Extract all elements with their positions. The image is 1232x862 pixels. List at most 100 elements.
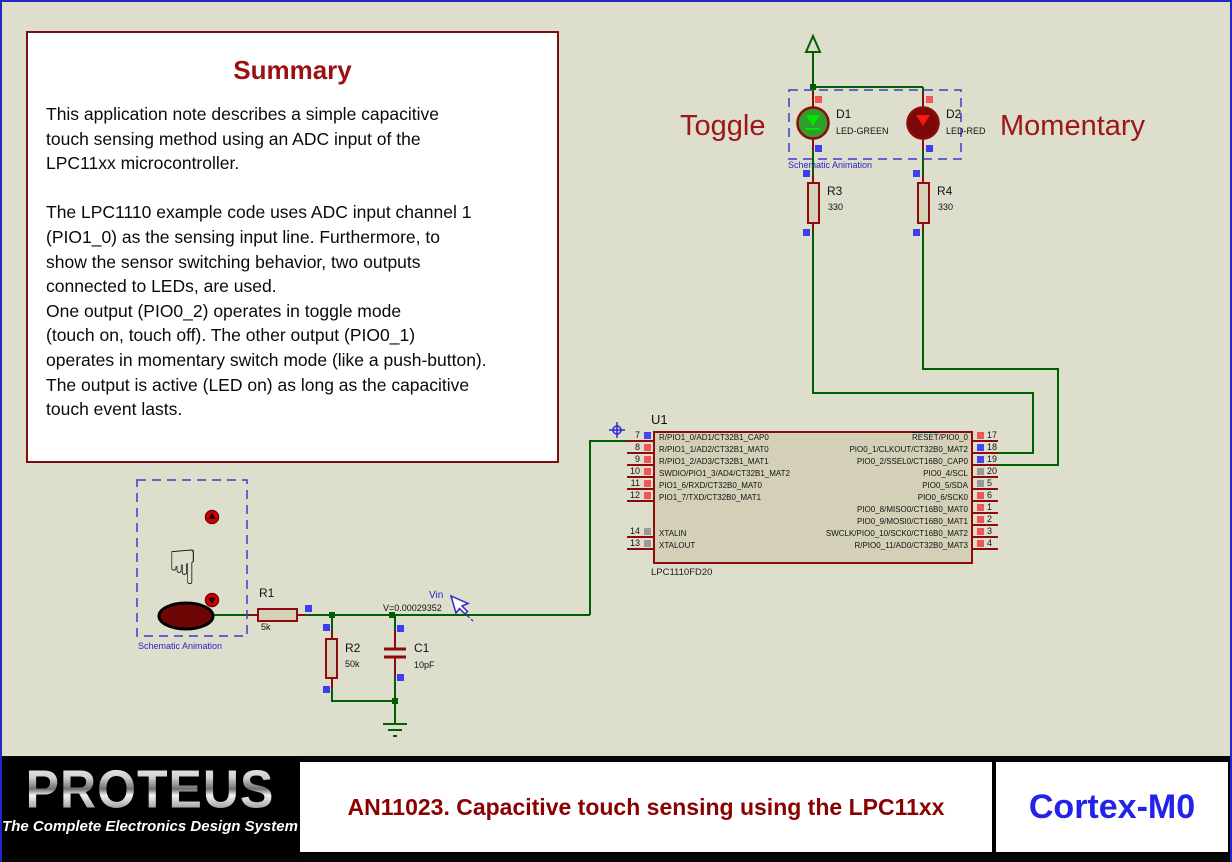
pin-state-square	[977, 540, 984, 547]
touch-increase-button[interactable]	[204, 509, 220, 525]
pin-number: 19	[987, 454, 998, 464]
c1-value-label: 10pF	[414, 660, 435, 670]
r2-value-label: 50k	[345, 659, 360, 669]
origin-marker-icon	[609, 422, 625, 438]
pin-number: 3	[987, 526, 993, 536]
proteus-logo-tagline: The Complete Electronics Design System	[2, 818, 298, 835]
pin-label: PIO0_5/SDA	[922, 481, 968, 490]
pin-label: PIO1_6/RXD/CT32B0_MAT0	[659, 481, 763, 490]
pin-label: PIO0_1/CLKOUT/CT32B0_MAT2	[849, 445, 968, 454]
pin-state-square	[644, 528, 651, 535]
pin-state-square	[644, 444, 651, 451]
pin-state-square	[977, 480, 984, 487]
pin-number: 5	[987, 478, 993, 488]
vin-voltage-readout: V=0.00029352	[383, 603, 442, 613]
pin-number: 10	[629, 466, 640, 476]
wire-power-to-leds[interactable]	[812, 52, 924, 108]
pin-state-square	[644, 540, 651, 547]
pin-number: 8	[634, 442, 640, 452]
pin-label: XTALIN	[659, 529, 687, 538]
pin-state-square	[644, 480, 651, 487]
document-title-panel: AN11023. Capacitive touch sensing using …	[298, 760, 994, 854]
momentary-caption: Momentary	[1000, 110, 1146, 142]
pin-state-square	[977, 492, 984, 499]
pin-number: 4	[987, 538, 993, 548]
led-group-caption: Schematic Animation	[788, 160, 873, 170]
pin-number: 7	[634, 430, 640, 440]
r1-ref-label: R1	[259, 586, 275, 600]
pin-number: 17	[987, 430, 998, 440]
summary-note: Summary This application note describes …	[26, 31, 559, 463]
pin-label: SWDIO/PIO1_3/AD4/CT32B1_MAT2	[659, 469, 791, 478]
led-d1[interactable]	[796, 106, 830, 140]
led-d2[interactable]	[906, 106, 940, 140]
pin-state-square	[644, 456, 651, 463]
r3-ref-label: R3	[827, 184, 843, 198]
pin-label: PIO0_4/SCL	[923, 469, 968, 478]
touch-pad[interactable]	[157, 601, 215, 631]
capacitor-c1-plates[interactable]	[384, 647, 406, 659]
pin-label: XTALOUT	[659, 541, 696, 550]
sensor-group-box	[136, 479, 248, 637]
pin-label: SWCLK/PIO0_10/SCK0/CT16B0_MAT2	[825, 529, 968, 538]
summary-body: This application note describes a simple…	[46, 104, 487, 420]
pin-number: 11	[630, 478, 640, 488]
sensor-group-caption: Schematic Animation	[138, 641, 223, 651]
r4-value-label: 330	[938, 202, 954, 212]
toggle-caption: Toggle	[680, 110, 766, 142]
chip-pin-stubs[interactable]	[627, 440, 998, 550]
pin-state-square	[644, 492, 651, 499]
cortex-badge-panel: Cortex-M0	[994, 760, 1230, 854]
pin-number: 1	[987, 502, 993, 512]
title-block-banner: PROTEUS The Complete Electronics Design …	[2, 756, 1230, 862]
pin-state-square	[977, 456, 984, 463]
led-d1-triangle	[806, 115, 820, 126]
d2-value-label: LED-RED	[946, 126, 986, 136]
r1-value-label: 5k	[261, 622, 271, 632]
led-d2-triangle	[916, 115, 930, 126]
pin-number: 2	[987, 514, 993, 524]
resistor-r2-body[interactable]	[325, 638, 338, 679]
r3-value-label: 330	[828, 202, 844, 212]
ground-icon[interactable]	[383, 723, 407, 737]
pin-number: 6	[987, 490, 993, 500]
chip-u1-body[interactable]	[653, 431, 973, 564]
resistor-r4-body[interactable]	[917, 182, 930, 224]
c1-ref-label: C1	[414, 641, 430, 655]
pin-label: R/PIO1_2/AD3/CT32B1_MAT1	[659, 457, 769, 466]
pin-number: 18	[987, 442, 998, 452]
resistor-r1-body[interactable]	[257, 608, 298, 622]
pin-label: PIO0_2/SSEL0/CT16B0_CAP0	[856, 457, 968, 466]
pin-number: 20	[987, 466, 998, 476]
pin-label: RESET/PIO0_0	[912, 433, 968, 442]
r2-ref-label: R2	[345, 641, 361, 655]
vin-net-label: Vin	[429, 590, 444, 601]
component-lead-stubs	[249, 92, 924, 688]
pin-number: 12	[629, 490, 640, 500]
pin-state-square	[644, 432, 651, 439]
pin-state-square	[977, 432, 984, 439]
pin-label: R/PIO1_0/AD1/CT32B1_CAP0	[659, 433, 769, 442]
pin-label-rest: /PIO0_0	[938, 433, 968, 442]
document-title: AN11023. Capacitive touch sensing using …	[347, 793, 945, 820]
pointing-hand-icon[interactable]: ☟	[168, 540, 198, 596]
power-arrow-icon[interactable]	[804, 33, 822, 53]
pin-state-square	[644, 468, 651, 475]
pin-state-square	[977, 516, 984, 523]
d1-ref-label: D1	[836, 107, 852, 121]
proteus-logo-title: PROTEUS	[2, 758, 298, 821]
pin-label-overline: RESET	[911, 433, 939, 442]
resistor-r3-body[interactable]	[807, 182, 820, 224]
pin-state-square	[977, 504, 984, 511]
pin-state-square	[977, 468, 984, 475]
pin-label: R/PIO1_1/AD2/CT32B1_MAT0	[659, 445, 769, 454]
pin-state-square	[977, 528, 984, 535]
d2-ref-label: D2	[946, 107, 962, 121]
pin-label: PIO0_6/SCK0	[917, 493, 968, 502]
pin-state-square	[977, 444, 984, 451]
touch-decrease-button[interactable]	[204, 592, 220, 608]
wire-sensor-rc-vin[interactable]	[213, 440, 627, 724]
d1-value-label: LED-GREEN	[836, 126, 889, 136]
